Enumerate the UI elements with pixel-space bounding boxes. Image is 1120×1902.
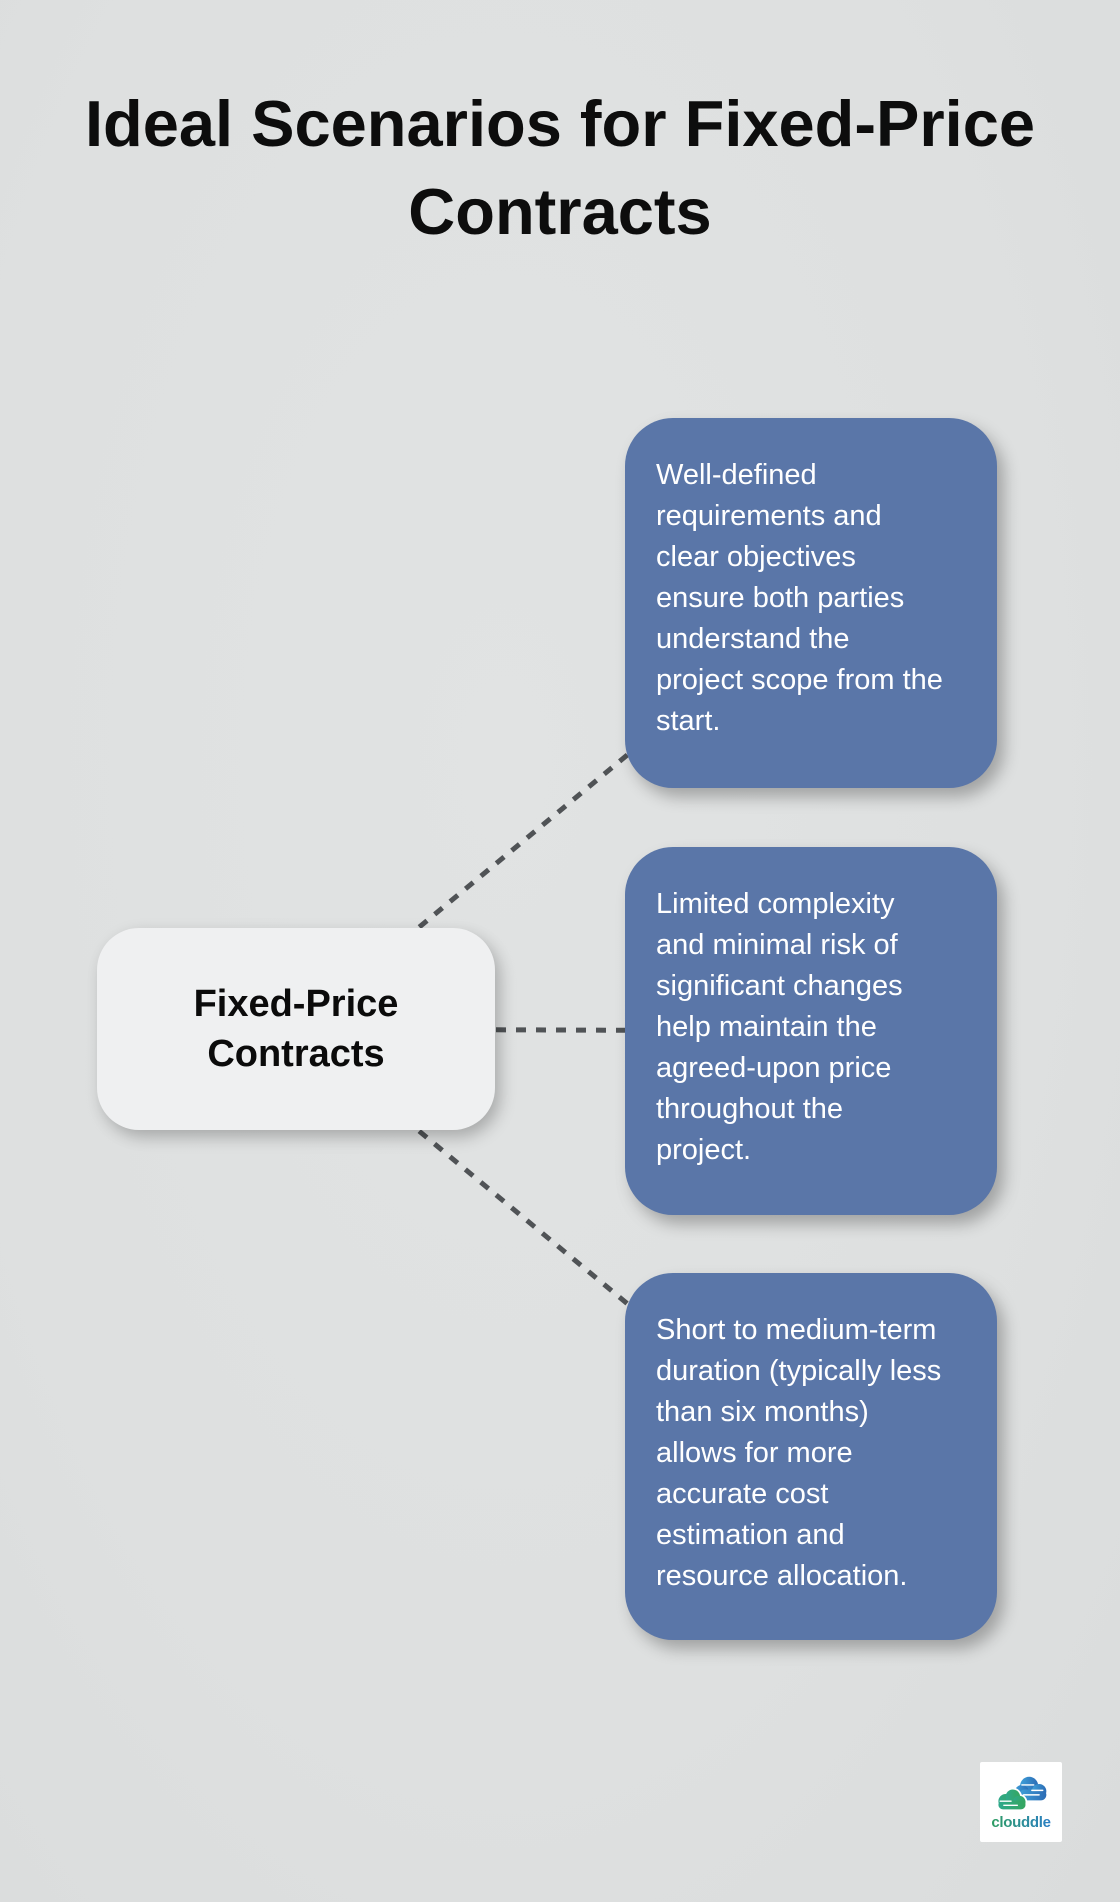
scenario-card-text: Limited complexity and minimal risk of s…	[656, 888, 903, 1166]
scenario-card-limited-complexity: Limited complexity and minimal risk of s…	[625, 847, 997, 1215]
brand-wordmark-text: clouddle	[991, 1814, 1050, 1830]
scenario-card-text: Short to medium-term duration (typically…	[656, 1314, 942, 1592]
brand-wordmark: clouddle	[991, 1814, 1051, 1830]
clouddle-clouds-icon	[996, 1776, 1047, 1811]
page-title: Ideal Scenarios for Fixed-Price Contract…	[84, 87, 1036, 248]
root-node: Fixed-Price Contracts	[97, 928, 495, 1130]
scenario-card-short-duration: Short to medium-term duration (typically…	[625, 1273, 997, 1640]
scenario-card-well-defined-requirements: Well-defined requirements and clear obje…	[625, 418, 997, 788]
scenario-card-text: Well-defined requirements and clear obje…	[656, 459, 943, 737]
root-node-label: Fixed-Price Contracts	[193, 983, 399, 1075]
brand-logo: clouddle	[980, 1762, 1062, 1842]
